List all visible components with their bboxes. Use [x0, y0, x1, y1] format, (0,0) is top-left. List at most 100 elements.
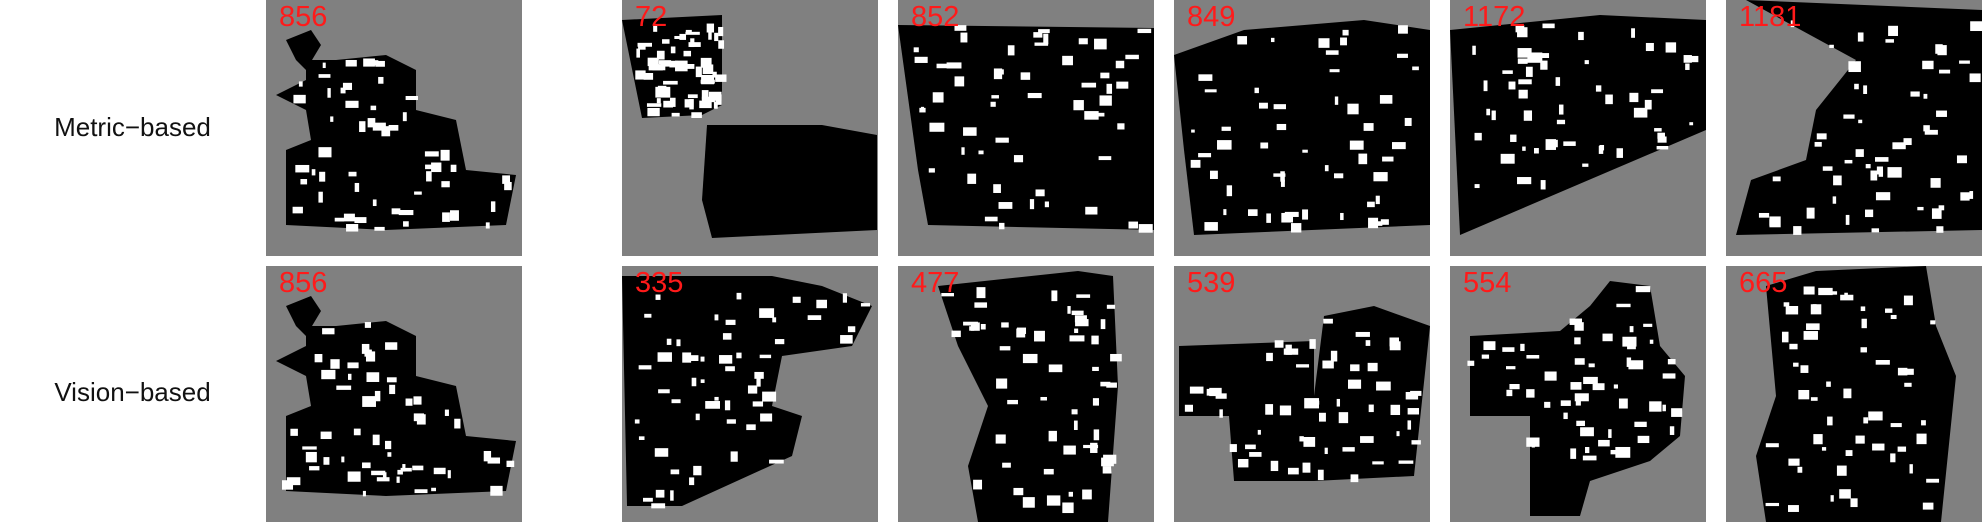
building-footprint — [1205, 89, 1217, 92]
building-footprint — [348, 471, 361, 481]
building-footprint — [323, 63, 326, 68]
building-footprint — [366, 372, 379, 382]
building-footprint — [1863, 85, 1867, 94]
building-footprint — [451, 165, 457, 172]
building-footprint — [1811, 397, 1818, 401]
building-footprint — [1649, 401, 1661, 411]
building-footprint — [1545, 371, 1557, 380]
building-footprint — [1627, 346, 1636, 349]
building-footprint — [1826, 382, 1831, 387]
building-footprint — [1879, 169, 1883, 177]
building-footprint — [1304, 398, 1319, 408]
building-footprint — [1876, 360, 1890, 365]
building-footprint — [1382, 157, 1393, 162]
building-footprint — [643, 498, 653, 502]
building-footprint — [714, 102, 718, 109]
building-footprint — [1815, 142, 1822, 147]
building-footprint — [1319, 413, 1326, 422]
building-footprint — [315, 354, 323, 362]
building-footprint — [1898, 447, 1906, 452]
building-footprint — [441, 181, 449, 187]
building-footprint — [1685, 56, 1699, 62]
building-footprint — [1534, 148, 1539, 153]
building-footprint — [1101, 319, 1106, 329]
building-footprint — [1823, 166, 1833, 170]
building-footprint — [656, 490, 665, 498]
building-footprint — [1837, 466, 1847, 476]
building-footprint — [1892, 142, 1905, 149]
building-footprint — [1615, 447, 1630, 458]
building-footprint — [1331, 351, 1337, 362]
building-footprint — [1191, 130, 1195, 133]
building-footprint — [1865, 210, 1873, 217]
building-footprint — [714, 33, 718, 41]
building-footprint — [715, 74, 726, 81]
building-footprint — [403, 221, 409, 226]
building-footprint — [1280, 406, 1291, 416]
building-footprint — [365, 322, 371, 328]
building-footprint — [1932, 208, 1942, 219]
building-footprint — [1309, 339, 1315, 349]
building-footprint — [1646, 43, 1654, 51]
building-footprint — [373, 435, 380, 445]
building-footprint — [1605, 95, 1613, 105]
building-footprint — [1845, 160, 1853, 163]
building-footprint — [454, 419, 460, 429]
building-footprint — [1526, 438, 1539, 447]
building-footprint — [1670, 426, 1674, 435]
building-footprint — [389, 385, 395, 394]
building-footprint — [639, 365, 652, 369]
building-footprint — [1930, 320, 1935, 324]
building-footprint — [1793, 226, 1801, 235]
building-footprint — [663, 81, 678, 85]
building-footprint — [1870, 171, 1877, 181]
building-footprint — [1519, 90, 1528, 99]
building-footprint — [731, 451, 738, 461]
building-footprint — [991, 102, 996, 107]
building-footprint — [1793, 363, 1798, 367]
building-footprint — [1872, 444, 1884, 451]
building-footprint — [1237, 36, 1247, 44]
tile-id: 1172 — [1463, 0, 1525, 34]
building-footprint — [1472, 46, 1476, 55]
building-footprint — [385, 342, 397, 350]
building-footprint — [999, 202, 1013, 209]
tile-metric-2: 852 — [898, 0, 1154, 256]
building-footprint — [1100, 73, 1109, 79]
building-footprint — [1322, 361, 1333, 369]
building-footprint — [318, 192, 322, 203]
building-footprint — [1062, 56, 1073, 65]
building-footprint — [1585, 447, 1589, 453]
building-footprint — [1049, 364, 1063, 372]
building-footprint — [840, 335, 853, 344]
building-footprint — [816, 300, 827, 308]
building-footprint — [1035, 43, 1049, 46]
building-footprint — [707, 24, 714, 33]
building-footprint — [1789, 344, 1797, 350]
building-footprint — [1925, 130, 1938, 135]
building-footprint — [1506, 390, 1512, 396]
building-footprint — [1786, 306, 1798, 314]
building-footprint — [1334, 173, 1343, 178]
tile-id: 72 — [635, 0, 667, 34]
building-footprint — [1191, 160, 1201, 168]
building-footprint — [1858, 120, 1862, 123]
building-footprint — [760, 413, 772, 421]
building-footprint — [323, 457, 329, 465]
building-footprint — [406, 398, 413, 405]
building-footprint — [1348, 380, 1361, 389]
building-footprint — [1593, 383, 1605, 390]
building-footprint — [1800, 365, 1808, 373]
building-footprint — [299, 81, 303, 86]
building-footprint — [1099, 156, 1112, 160]
building-footprint — [1391, 405, 1401, 415]
building-footprint — [672, 399, 681, 403]
building-footprint — [387, 377, 397, 382]
building-footprint — [1100, 95, 1112, 105]
building-footprint — [318, 147, 331, 157]
building-footprint — [1125, 55, 1139, 59]
building-footprint — [1759, 213, 1769, 218]
building-footprint — [309, 466, 319, 470]
building-footprint — [671, 469, 680, 474]
building-footprint — [359, 121, 365, 132]
